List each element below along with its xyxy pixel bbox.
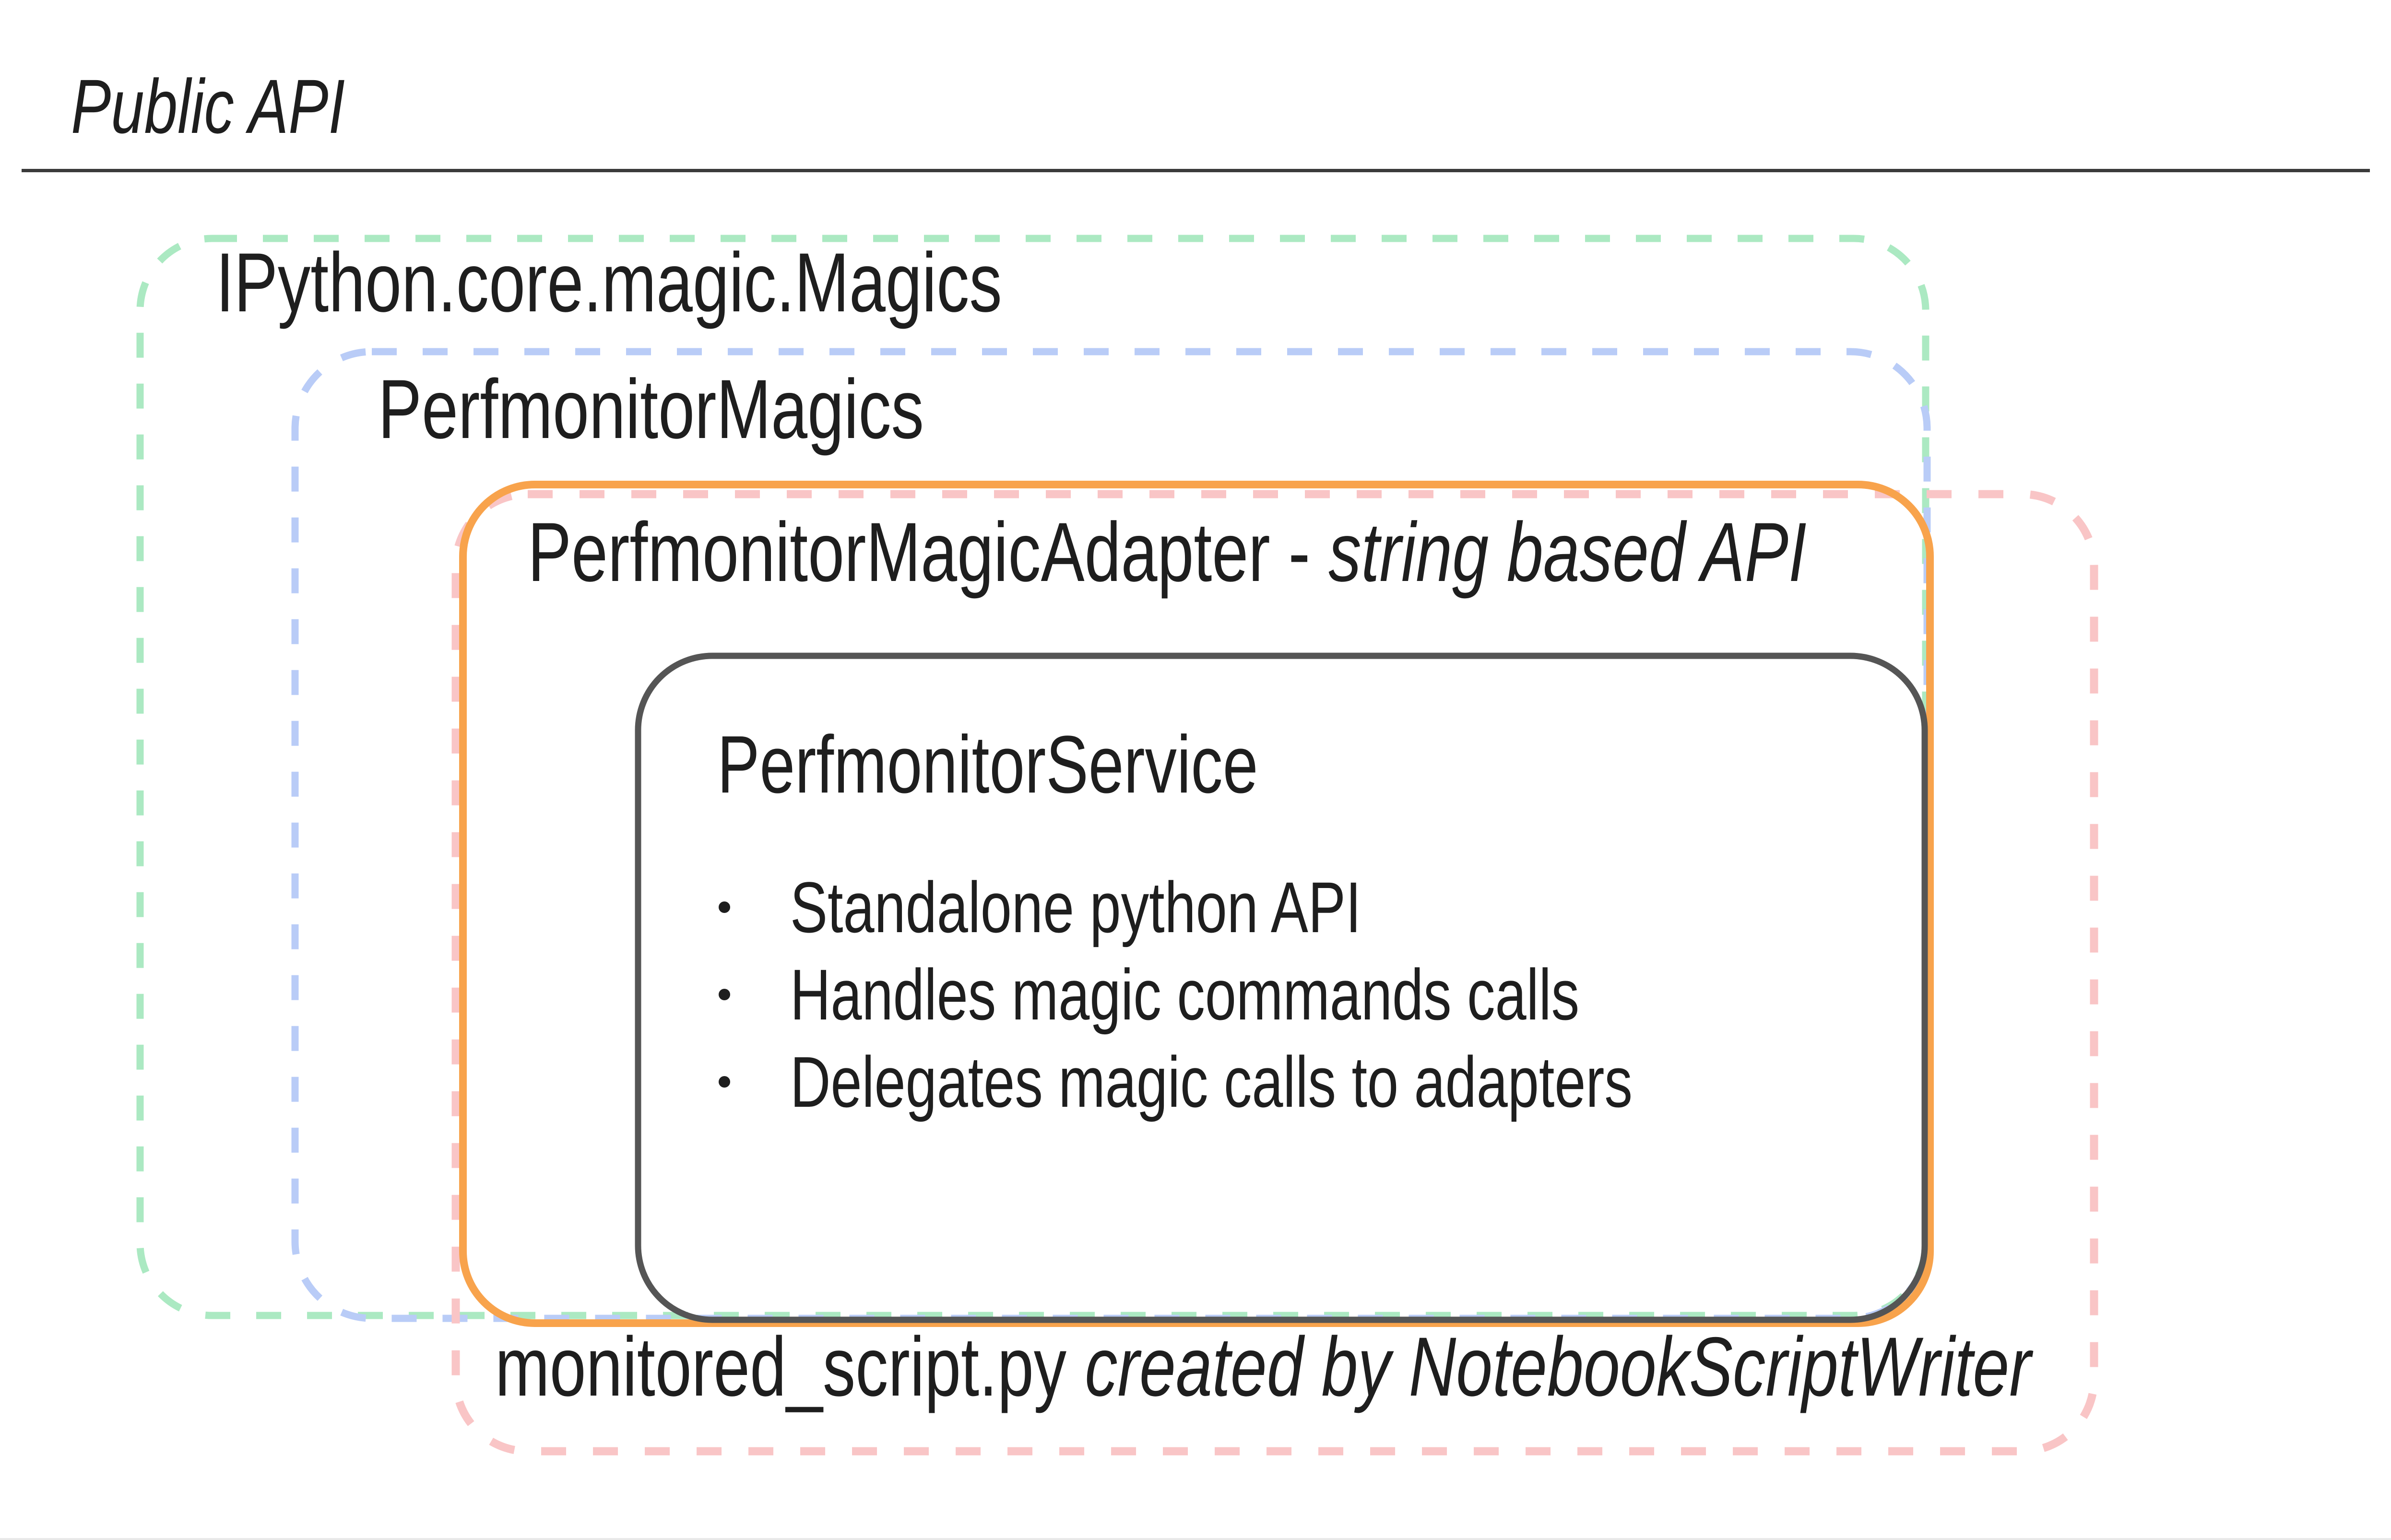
page-bottom-border <box>0 1538 2391 1540</box>
monitored-script-label-italic: created by NotebookScriptWriter <box>1085 1320 2031 1414</box>
list-item: Standalone python API <box>719 864 1870 951</box>
adapter-box-label-italic: string based API <box>1328 506 1807 599</box>
perfmonitor-magics-box-label: PerfmonitorMagics <box>378 363 924 456</box>
bullet-dot <box>719 989 730 1000</box>
monitored-script-label-regular: monitored_script.py <box>495 1320 1067 1414</box>
service-bullet-list: Standalone python API Handles magic comm… <box>719 864 1870 1125</box>
magics-box-label: IPython.core.magic.Magics <box>216 236 1002 330</box>
page-title: Public API <box>71 63 345 149</box>
adapter-box-outline <box>459 481 1934 1327</box>
magics-box-outline <box>136 235 1929 1319</box>
monitored-script-box-outline <box>451 490 2098 1456</box>
adapter-box-label: PerfmonitorMagicAdapter -string based AP… <box>528 509 1807 597</box>
bullet-text: Handles magic commands calls <box>790 954 1580 1035</box>
bullet-text: Delegates magic calls to adapters <box>790 1042 1633 1122</box>
adapter-box-label-regular: PerfmonitorMagicAdapter - <box>528 506 1311 599</box>
title-rule <box>22 169 2370 172</box>
bullet-dot <box>719 1076 730 1088</box>
service-box-outline <box>635 652 1928 1323</box>
bullet-text: Standalone python API <box>790 867 1361 948</box>
list-item: Handles magic commands calls <box>719 951 1870 1038</box>
bullet-dot <box>719 901 730 913</box>
list-item: Delegates magic calls to adapters <box>719 1038 1870 1125</box>
service-box-title: PerfmonitorService <box>717 719 1258 810</box>
